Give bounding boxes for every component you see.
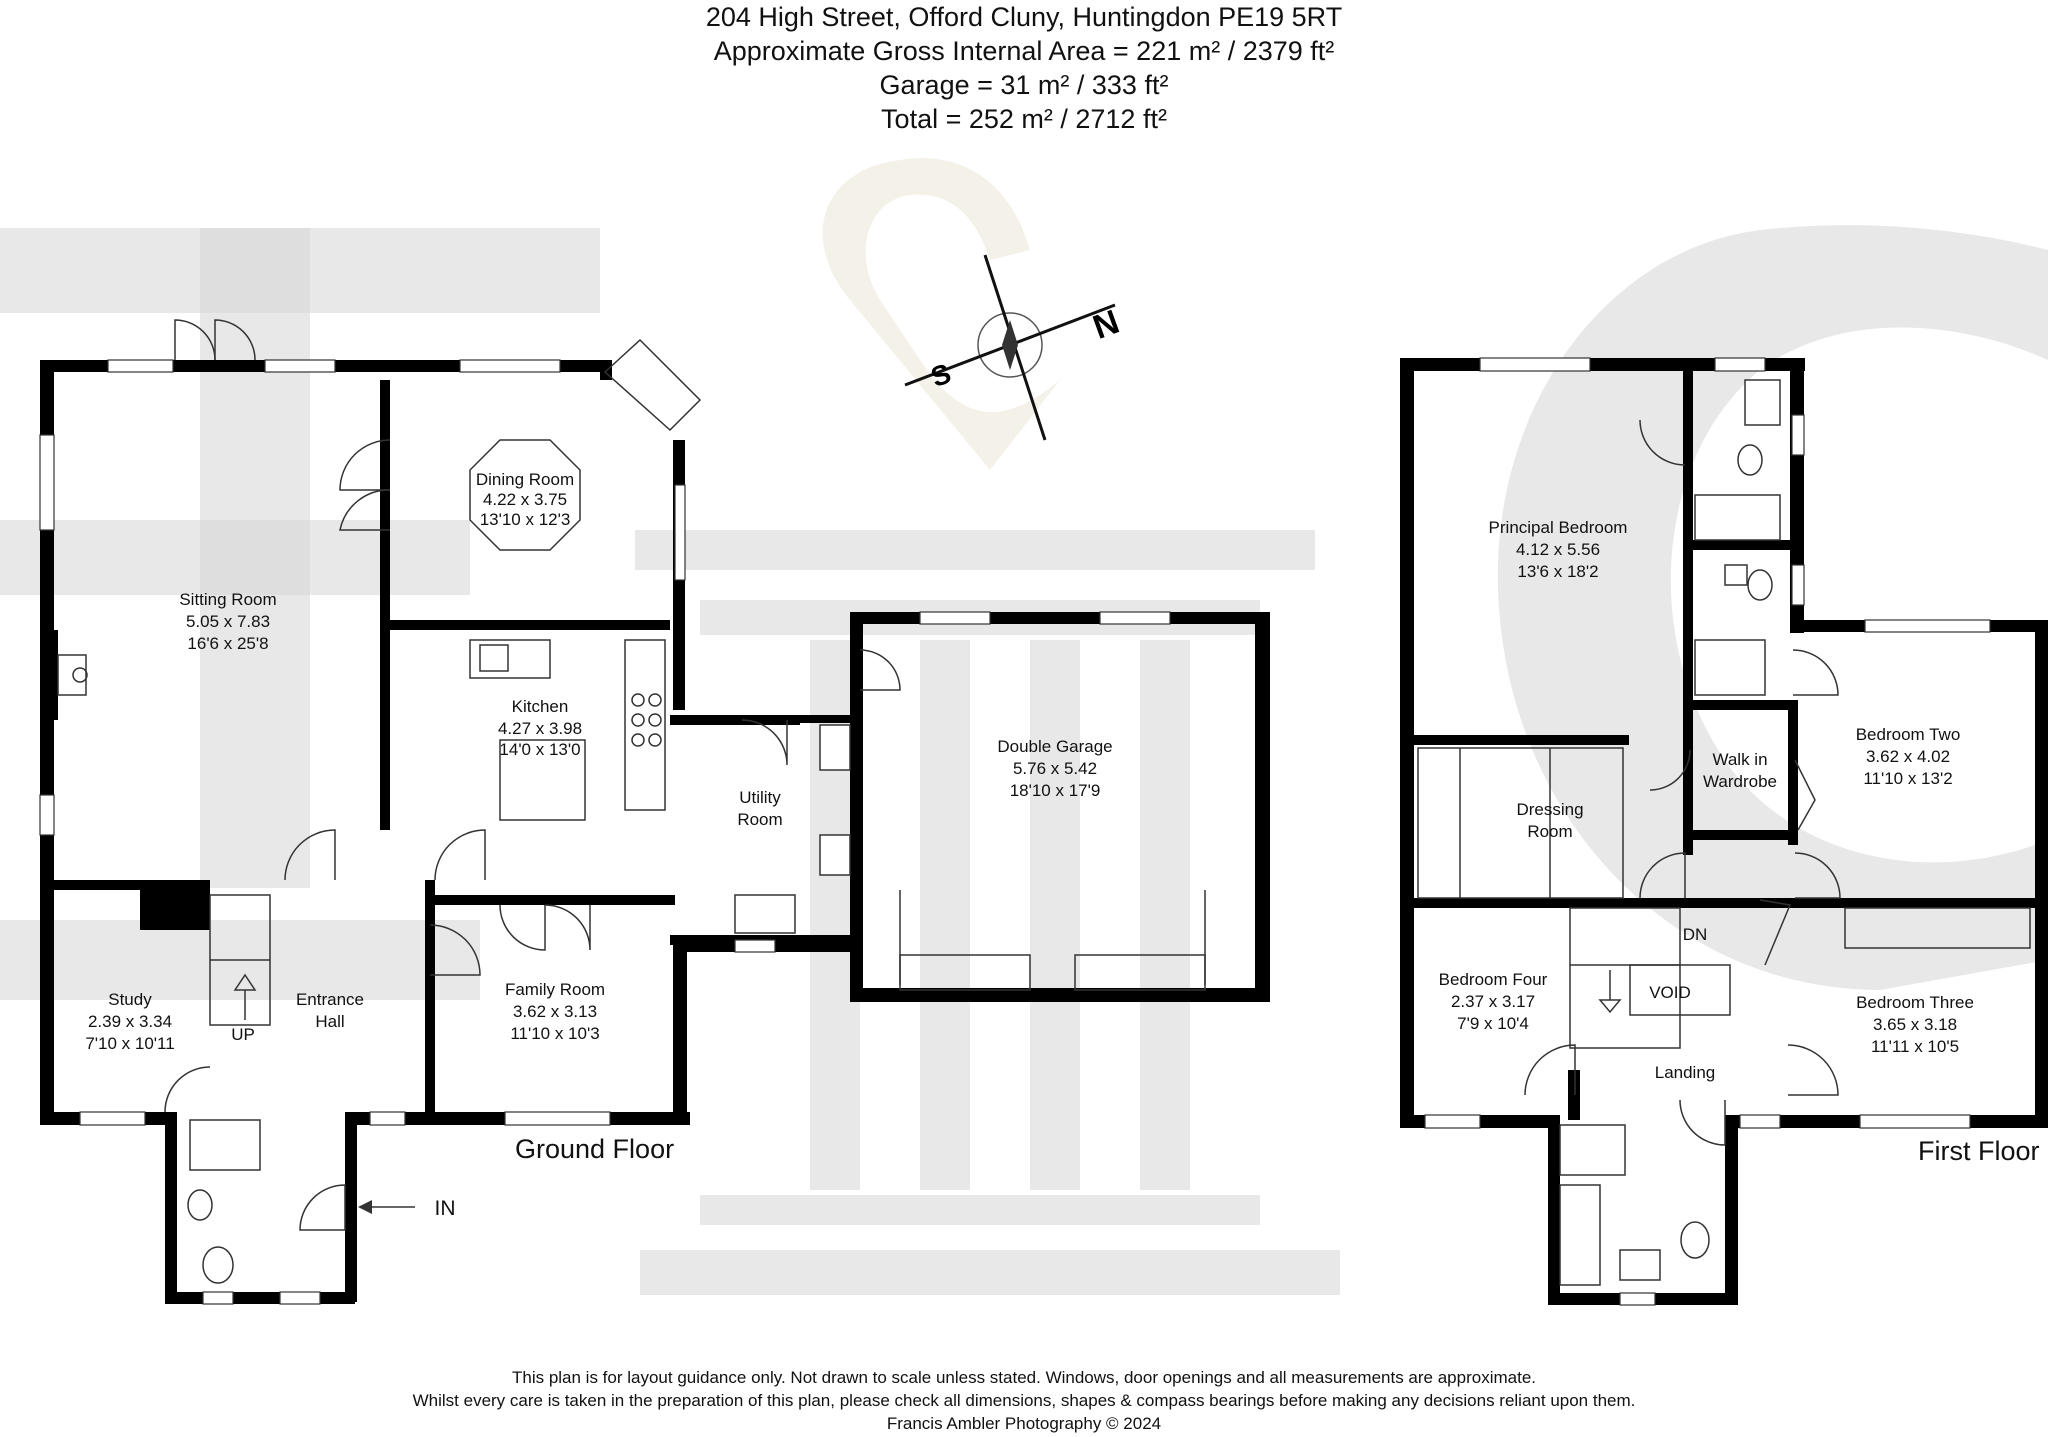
dining-room-name: Dining Room: [476, 470, 574, 489]
kitchen-name: Kitchen: [512, 697, 569, 716]
disclaimer-line-2: Whilst every care is taken in the prepar…: [412, 1391, 1636, 1410]
dining-room-imperial: 13'10 x 12'3: [480, 510, 571, 529]
garage-imperial: 18'10 x 17'9: [1010, 781, 1101, 800]
study-name: Study: [108, 990, 152, 1009]
family-room-name: Family Room: [505, 980, 605, 999]
garage-area: Garage = 31 m² / 333 ft²: [879, 70, 1169, 100]
gross-internal-area: Approximate Gross Internal Area = 221 m²…: [713, 36, 1335, 66]
stairs-up-label: UP: [231, 1025, 255, 1044]
dining-room-metric: 4.22 x 3.75: [483, 490, 567, 509]
sitting-room-name: Sitting Room: [179, 590, 276, 609]
principal-bedroom-name: Principal Bedroom: [1489, 518, 1628, 537]
entrance-hall-name-2: Hall: [315, 1012, 344, 1031]
bedroom-two-name: Bedroom Two: [1856, 725, 1961, 744]
utility-room-name-2: Room: [737, 810, 782, 829]
bedroom-four-imperial: 7'9 x 10'4: [1457, 1014, 1529, 1033]
bedroom-three-name: Bedroom Three: [1856, 993, 1974, 1012]
total-area: Total = 252 m² / 2712 ft²: [881, 104, 1167, 134]
entrance-label: IN: [435, 1197, 456, 1220]
bedroom-two-imperial: 11'10 x 13'2: [1863, 769, 1952, 788]
bedroom-four-metric: 2.37 x 3.17: [1451, 992, 1535, 1011]
disclaimer-line-1: This plan is for layout guidance only. N…: [511, 1368, 1536, 1387]
first-floor: Principal Bedroom 4.12 x 5.56 13'6 x 18'…: [1400, 357, 2048, 1306]
ground-floor: Sitting Room 5.05 x 7.83 16'6 x 25'8 Din…: [39, 319, 1270, 1305]
bedroom-two-metric: 3.62 x 4.02: [1866, 747, 1950, 766]
principal-bedroom-imperial: 13'6 x 18'2: [1517, 562, 1598, 581]
bedroom-three-metric: 3.65 x 3.18: [1873, 1015, 1957, 1034]
bedroom-three-imperial: 11'11 x 10'5: [1871, 1037, 1959, 1056]
kitchen-imperial: 14'0 x 13'0: [499, 740, 580, 759]
kitchen-metric: 4.27 x 3.98: [498, 719, 582, 738]
landing-name: Landing: [1655, 1063, 1716, 1082]
family-room-metric: 3.62 x 3.13: [513, 1002, 597, 1021]
void-label: VOID: [1649, 983, 1691, 1002]
plan-address: 204 High Street, Offord Cluny, Huntingdo…: [705, 2, 1343, 32]
stairs-down-label: DN: [1683, 925, 1708, 944]
dressing-room-name-2: Room: [1527, 822, 1572, 841]
dressing-room-name-1: Dressing: [1516, 800, 1583, 819]
first-floor-label: First Floor: [1918, 1136, 2040, 1166]
entrance-hall-name-1: Entrance: [296, 990, 364, 1009]
copyright-line: Francis Ambler Photography © 2024: [886, 1414, 1162, 1433]
sitting-room-metric: 5.05 x 7.83: [186, 612, 270, 631]
study-imperial: 7'10 x 10'11: [85, 1034, 174, 1053]
compass-rose: N S: [904, 254, 1124, 441]
watermark-logo: [0, 158, 2048, 1295]
walkin-wardrobe-name-1: Walk in: [1712, 750, 1767, 769]
family-room-imperial: 11'10 x 10'3: [510, 1024, 599, 1043]
walkin-wardrobe-name-2: Wardrobe: [1703, 772, 1777, 791]
bedroom-four-name: Bedroom Four: [1439, 970, 1548, 989]
garage-metric: 5.76 x 5.42: [1013, 759, 1097, 778]
compass-north: N: [1088, 303, 1124, 347]
utility-room-name-1: Utility: [739, 788, 781, 807]
study-metric: 2.39 x 3.34: [88, 1012, 172, 1031]
garage-name: Double Garage: [997, 737, 1112, 756]
sitting-room-imperial: 16'6 x 25'8: [187, 634, 268, 653]
principal-bedroom-metric: 4.12 x 5.56: [1516, 540, 1600, 559]
ground-floor-label: Ground Floor: [515, 1134, 674, 1164]
